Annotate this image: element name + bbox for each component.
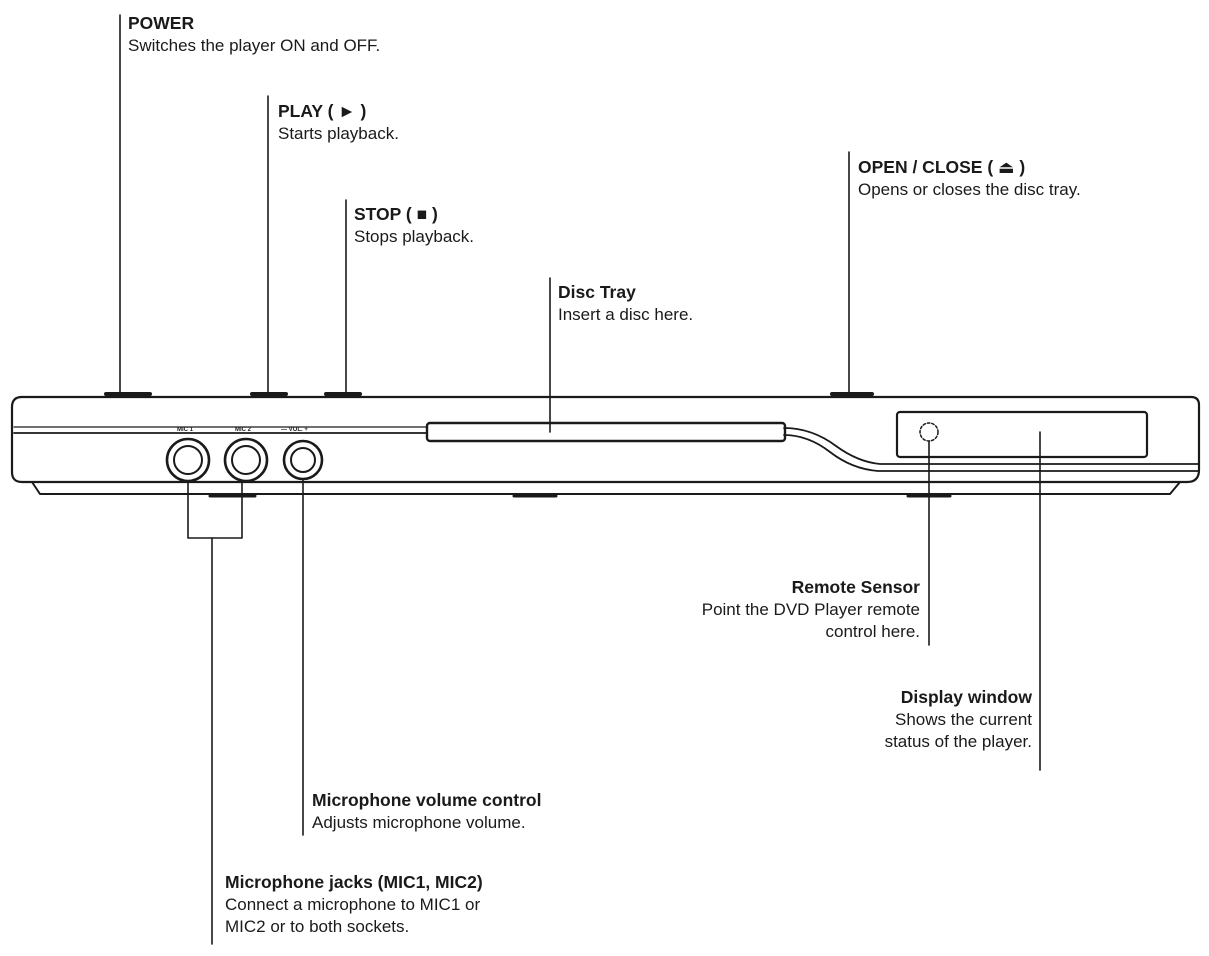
mic2-jack — [223, 437, 269, 483]
display-window-desc-2: status of the player. — [884, 732, 1032, 751]
vol-panel-label: — VOL. + — [281, 427, 308, 433]
open-close-title: OPEN / CLOSE ( ⏏ ) — [858, 157, 1026, 177]
mic2-panel-label: MIC 2 — [235, 427, 252, 433]
play-title: PLAY ( ► ) — [278, 101, 367, 121]
power-callout: POWER Switches the player ON and OFF. — [128, 12, 380, 57]
disc-tray-callout: Disc Tray Insert a disc here. — [558, 281, 693, 326]
stop-callout: STOP ( ■ ) Stops playback. — [354, 203, 474, 248]
power-desc: Switches the player ON and OFF. — [128, 36, 381, 55]
disc-tray — [425, 421, 787, 443]
open-close-callout: OPEN / CLOSE ( ⏏ ) Opens or closes the d… — [858, 156, 1081, 201]
mic1-panel-label: MIC 1 — [177, 427, 194, 433]
mic-volume-title: Microphone volume control — [312, 790, 542, 810]
player-body — [10, 395, 1201, 484]
play-callout: PLAY ( ► ) Starts playback. — [278, 100, 399, 145]
remote-sensor — [919, 422, 939, 442]
open-close-desc: Opens or closes the disc tray. — [858, 180, 1081, 199]
display-window-desc-1: Shows the current — [894, 710, 1032, 729]
mic-jacks-title: Microphone jacks (MIC1, MIC2) — [225, 872, 483, 892]
display-window — [895, 410, 1149, 459]
display-window-callout: Display window Shows the current status … — [780, 686, 1032, 753]
display-window-title: Display window — [900, 687, 1032, 707]
mic-volume-callout: Microphone volume control Adjusts microp… — [312, 789, 541, 834]
remote-sensor-desc-2: control here. — [825, 622, 921, 641]
disc-tray-desc: Insert a disc here. — [558, 305, 694, 324]
stop-desc: Stops playback. — [354, 227, 475, 246]
disc-tray-title: Disc Tray — [558, 282, 636, 302]
remote-sensor-desc-1: Point the DVD Player remote — [701, 600, 920, 619]
mic-jacks-callout: Microphone jacks (MIC1, MIC2) Connect a … — [225, 871, 483, 938]
mic-jacks-desc-2: MIC2 or to both sockets. — [225, 917, 410, 936]
mic-volume-desc: Adjusts microphone volume. — [312, 813, 526, 832]
player-base — [31, 481, 1181, 495]
play-desc: Starts playback. — [278, 124, 399, 143]
stop-title: STOP ( ■ ) — [354, 204, 438, 224]
remote-sensor-title: Remote Sensor — [791, 577, 920, 597]
mic-jacks-bracket — [187, 480, 243, 539]
remote-sensor-callout: Remote Sensor Point the DVD Player remot… — [600, 576, 920, 643]
mic-volume-knob — [282, 439, 324, 481]
mic-jacks-desc-1: Connect a microphone to MIC1 or — [225, 895, 481, 914]
power-title: POWER — [128, 13, 195, 33]
